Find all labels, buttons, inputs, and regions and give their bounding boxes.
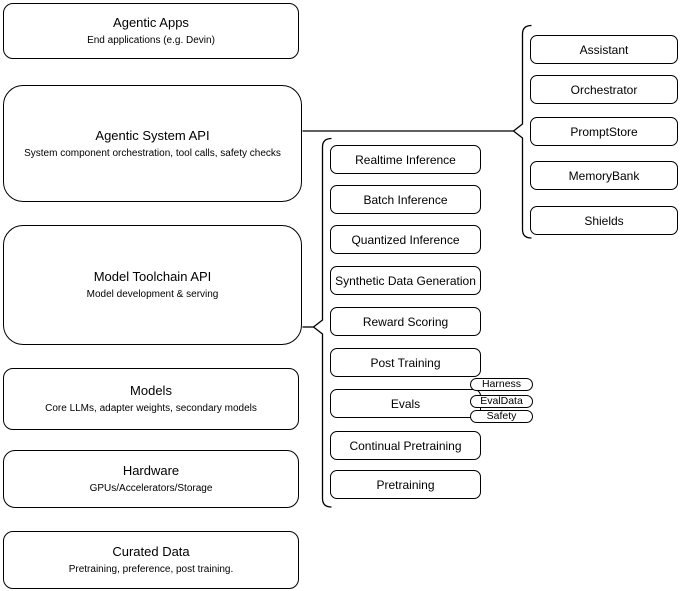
toolchain-node-post-training: Post Training xyxy=(330,348,481,377)
node-label: Quantized Inference xyxy=(351,232,460,247)
node-label: Realtime Inference xyxy=(355,152,456,167)
model-toolchain-api-box: Model Toolchain API Model development & … xyxy=(3,225,302,345)
toolchain-node-realtime-inference: Realtime Inference xyxy=(330,145,481,174)
node-label: Continual Pretraining xyxy=(349,438,462,453)
box-title: Model Toolchain API xyxy=(93,269,212,284)
hardware-box: Hardware GPUs/Accelerators/Storage xyxy=(3,450,299,508)
agentic-system-api-box: Agentic System API System component orch… xyxy=(3,85,302,202)
eval-tag-harness: Harness xyxy=(470,378,533,391)
box-title: Curated Data xyxy=(112,544,190,559)
box-title: Hardware xyxy=(122,463,180,478)
box-subtitle: Model development & serving xyxy=(86,289,219,300)
box-title: Models xyxy=(130,383,172,398)
toolchain-bracket xyxy=(312,137,332,508)
node-label: Post Training xyxy=(370,355,441,370)
toolchain-node-pretraining: Pretraining xyxy=(330,470,481,499)
toolchain-node-batch-inference: Batch Inference xyxy=(330,185,481,214)
eval-tag-safety: Safety xyxy=(470,410,533,423)
toolchain-node-evals: Evals xyxy=(330,389,481,418)
box-subtitle: GPUs/Accelerators/Storage xyxy=(89,483,213,494)
box-subtitle: Pretraining, preference, post training. xyxy=(68,564,234,575)
toolchain-node-synthetic-data-generation: Synthetic Data Generation xyxy=(330,266,481,295)
system-node-assistant: Assistant xyxy=(530,35,678,64)
box-subtitle: End applications (e.g. Devin) xyxy=(87,35,215,46)
box-subtitle: System component orchestration, tool cal… xyxy=(24,147,281,159)
toolchain-node-reward-scoring: Reward Scoring xyxy=(330,307,481,336)
agentic-apps-box: Agentic Apps End applications (e.g. Devi… xyxy=(3,3,299,59)
system-node-orchestrator: Orchestrator xyxy=(530,75,678,104)
tag-label: Harness xyxy=(481,378,522,390)
system-node-memorybank: MemoryBank xyxy=(530,161,678,190)
system-node-shields: Shields xyxy=(530,206,678,235)
box-subtitle: Core LLMs, adapter weights, secondary mo… xyxy=(45,403,257,414)
node-label: Reward Scoring xyxy=(362,314,449,329)
node-label: PromptStore xyxy=(570,124,638,139)
box-title: Agentic System API xyxy=(95,127,210,143)
eval-tag-evaldata: EvalData xyxy=(470,395,533,408)
node-label: Assistant xyxy=(579,42,629,57)
system-bracket xyxy=(512,24,532,239)
node-label: Batch Inference xyxy=(363,192,448,207)
node-label: Synthetic Data Generation xyxy=(335,273,476,288)
node-label: Pretraining xyxy=(376,477,435,492)
tag-label: Safety xyxy=(486,410,517,422)
models-box: Models Core LLMs, adapter weights, secon… xyxy=(3,368,299,430)
curated-data-box: Curated Data Pretraining, preference, po… xyxy=(3,531,299,589)
node-label: MemoryBank xyxy=(568,168,640,183)
toolchain-node-quantized-inference: Quantized Inference xyxy=(330,225,481,254)
tag-label: EvalData xyxy=(480,395,523,407)
box-title: Agentic Apps xyxy=(113,15,189,30)
node-label: Shields xyxy=(584,213,624,228)
node-label: Orchestrator xyxy=(570,82,638,97)
system-node-promptstore: PromptStore xyxy=(530,117,678,146)
node-label: Evals xyxy=(390,396,421,411)
toolchain-node-continual-pretraining: Continual Pretraining xyxy=(330,431,481,460)
